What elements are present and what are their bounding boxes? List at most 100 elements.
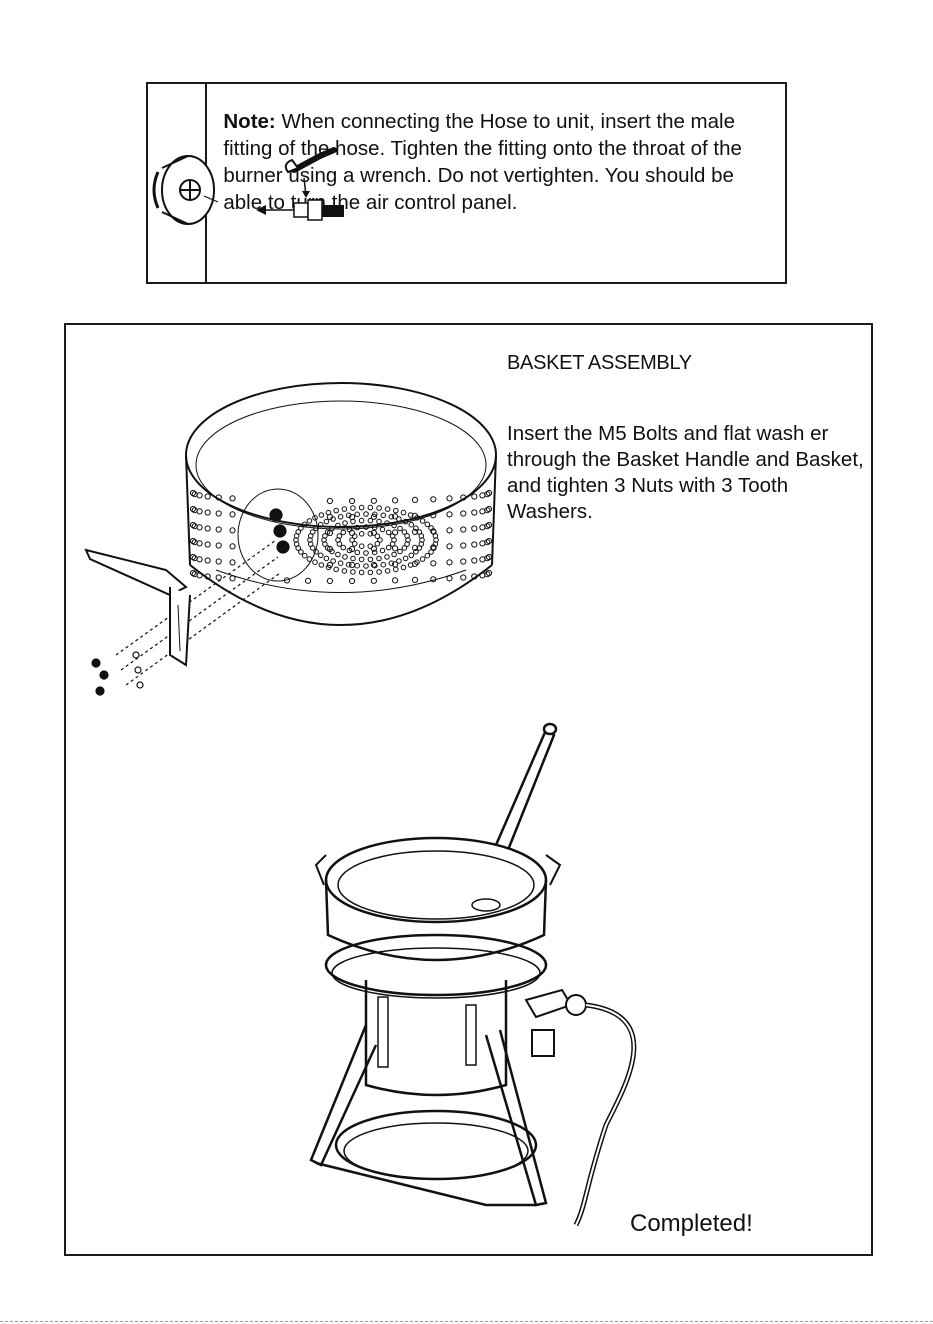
basket-hole: [318, 562, 325, 568]
basket-hole: [384, 520, 390, 526]
basket-hole: [418, 533, 425, 539]
basket-hole: [367, 504, 374, 511]
basket-hole: [329, 525, 335, 532]
basket-hole: [460, 510, 467, 517]
basket-hole: [189, 505, 197, 513]
basket-hole: [392, 513, 399, 520]
basket-hole: [374, 541, 381, 547]
basket-hole: [313, 525, 319, 531]
basket-hole: [380, 512, 387, 519]
basket-hole: [408, 552, 415, 559]
basket-hole: [215, 542, 222, 549]
basket-hole: [484, 555, 491, 562]
basket-hole: [428, 549, 434, 555]
basket-hole: [341, 568, 348, 574]
basket-hole: [446, 543, 453, 550]
basket-hole: [485, 537, 493, 545]
basket-hole: [317, 552, 324, 559]
basket-hole: [485, 505, 493, 513]
basket-hole: [460, 542, 467, 549]
basket-hole: [325, 509, 332, 516]
basket-hole: [204, 557, 211, 564]
basket-hole: [191, 571, 198, 578]
basket-hole: [196, 492, 203, 499]
basket-hole: [370, 513, 377, 520]
basket-hole: [479, 508, 486, 515]
basket-hole: [324, 529, 331, 535]
basket-hole: [413, 549, 419, 555]
basket-hole: [413, 525, 419, 531]
basket-hole: [411, 544, 419, 551]
basket-hole: [391, 522, 397, 529]
basket-hole: [229, 527, 236, 534]
basket-hole: [376, 518, 382, 525]
basket-hole: [367, 556, 374, 563]
basket-hole: [196, 540, 203, 547]
basket-hole: [189, 569, 197, 577]
basket-hole: [460, 494, 467, 501]
basket-hole: [358, 517, 365, 524]
basket-hole: [485, 489, 493, 497]
basket-hole: [337, 514, 344, 520]
basket-hole: [336, 533, 343, 539]
note-label: Note:: [223, 110, 276, 133]
basket-hole: [402, 555, 409, 562]
basket-hole: [329, 548, 335, 555]
basket-hole: [370, 577, 377, 584]
basket-hole: [411, 528, 419, 535]
basket-hole: [380, 561, 387, 568]
basket-hole: [484, 507, 491, 514]
basket-hole: [388, 560, 395, 566]
basket-hole: [411, 496, 419, 503]
basket-hole: [370, 497, 377, 504]
basket-hole: [471, 509, 478, 516]
basket-hole: [388, 514, 395, 520]
basket-hole: [385, 544, 392, 551]
basket-hole: [354, 511, 361, 518]
basket-hole: [229, 575, 236, 582]
basket-hole: [341, 506, 348, 512]
basket-drawing: [185, 382, 497, 626]
assembly-illustrations: [84, 382, 637, 1227]
basket-hole: [342, 554, 348, 560]
basket-hole: [215, 510, 222, 517]
basket-hole: [471, 525, 478, 532]
basket-assembly-instructions: Insert the M5 Bolts and flat wash er thr…: [507, 422, 864, 523]
basket-hole: [346, 526, 353, 533]
basket-hole: [401, 545, 408, 551]
note-body: When connecting the Hose to unit, insert…: [223, 110, 742, 214]
bolt-assembly-drawing: [91, 488, 319, 696]
basket-hole: [374, 533, 381, 539]
basket-hole: [376, 569, 382, 575]
hose-fitting-drawing: [152, 147, 344, 225]
basket-hole: [305, 577, 312, 584]
basket-hole: [196, 556, 203, 563]
basket-hole: [407, 512, 414, 518]
basket-hole: [330, 516, 336, 522]
basket-hole: [389, 533, 396, 539]
basket-hole: [485, 553, 493, 561]
basket-hole: [376, 555, 382, 562]
basket-hole: [350, 569, 356, 575]
basket-hole: [430, 496, 437, 503]
basket-hole: [330, 558, 336, 564]
basket-hole: [189, 537, 197, 545]
basket-hole: [306, 518, 313, 524]
basket-hole: [384, 506, 391, 512]
basket-hole: [301, 521, 308, 528]
basket-hole: [419, 556, 426, 562]
basket-hole: [424, 521, 431, 528]
basket-hole: [333, 507, 340, 514]
basket-hole: [215, 558, 222, 565]
basket-hole: [367, 569, 374, 576]
basket-hole: [471, 557, 478, 564]
basket-hole: [446, 495, 453, 502]
basket-hole: [397, 525, 403, 532]
note-text: Note: When connecting the Hose to unit, …: [207, 84, 785, 282]
basket-hole: [350, 518, 356, 525]
basket-hole: [318, 512, 325, 518]
basket-hole: [354, 549, 361, 556]
basket-hole: [376, 505, 382, 511]
basket-hole: [358, 531, 365, 537]
basket-hole: [358, 543, 365, 549]
